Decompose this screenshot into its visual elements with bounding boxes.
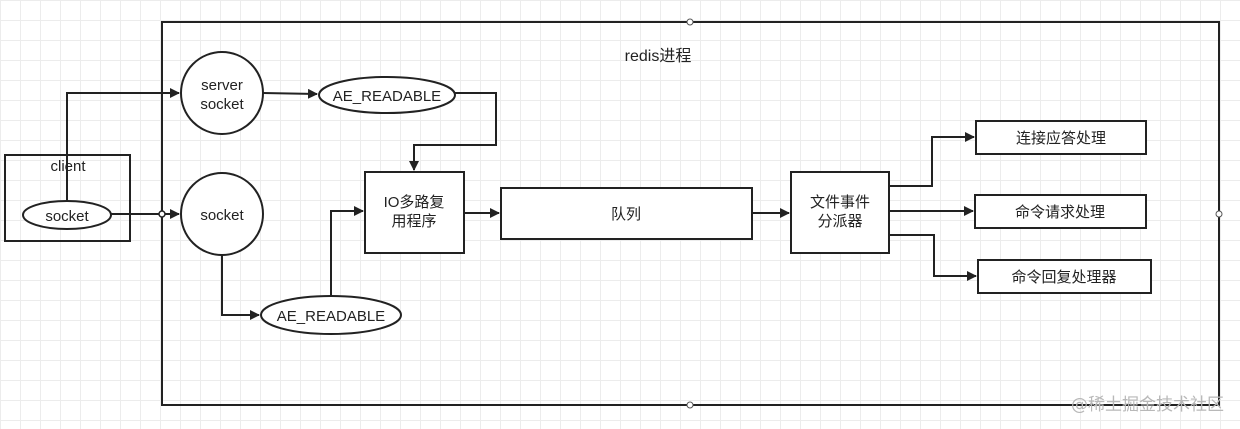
- arrow-server-socket-to-ae-top: [262, 88, 318, 99]
- io-multiplexer-box: [364, 171, 465, 254]
- dispatcher-line1: 文件事件: [810, 194, 870, 211]
- dispatcher-line2: 分派器: [817, 213, 862, 230]
- arrow-socket-to-ae-bottom: [221, 255, 260, 320]
- request-handler-label: 命令请求处理: [1015, 203, 1105, 221]
- connect-handler-box: [975, 120, 1147, 155]
- client-socket-label: socket: [45, 208, 89, 225]
- socket-label: socket: [200, 207, 244, 224]
- watermark: @稀土掘金技术社区: [1071, 395, 1224, 415]
- client-label: client: [50, 158, 86, 175]
- arrow-client-to-server-socket: [66, 88, 180, 201]
- dispatcher-box: [790, 171, 890, 254]
- selection-handle: [1215, 210, 1223, 218]
- selection-handle: [686, 18, 694, 26]
- arrow-dispatcher-to-connect: [889, 132, 975, 187]
- arrow-dispatcher-to-reply: [889, 234, 977, 281]
- reply-handler-label: 命令回复处理器: [1011, 268, 1116, 286]
- request-handler-box: [974, 194, 1147, 229]
- io-multiplexer-line2: 用程序: [391, 213, 436, 230]
- arrow-ae-bottom-to-io: [330, 206, 364, 296]
- ae-readable-bottom-label: AE_READABLE: [277, 308, 385, 325]
- connect-handler-label: 连接应答处理: [1016, 129, 1106, 147]
- queue-label: 队列: [611, 206, 641, 223]
- reply-handler-box: [977, 259, 1152, 294]
- arrow-ae-top-to-io: [409, 92, 497, 171]
- server-socket-label-line1: server: [201, 77, 243, 94]
- queue-box: [500, 187, 753, 240]
- io-multiplexer-line1: IO多路复: [384, 193, 445, 211]
- connector-dot: [158, 210, 166, 218]
- selection-handle: [686, 401, 694, 409]
- ae-readable-top-node: [318, 76, 456, 114]
- ae-readable-top-label: AE_READABLE: [333, 88, 441, 105]
- process-title: redis进程: [625, 47, 692, 65]
- server-socket-label-line2: socket: [200, 96, 244, 113]
